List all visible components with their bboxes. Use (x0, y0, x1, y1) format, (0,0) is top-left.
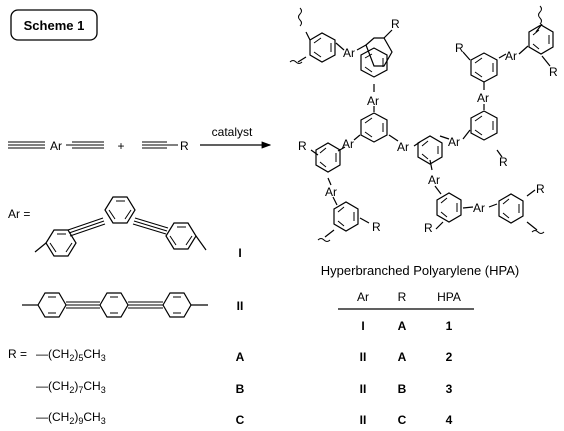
hpa-r-label: R (499, 155, 508, 169)
hpa-ar-label: Ar (448, 135, 460, 149)
hpa-ar-label: Ar (325, 185, 337, 199)
r-definition-prefix: R = (8, 347, 27, 361)
table-header: Ar (357, 290, 369, 304)
hpa-ar-labels: Ar Ar Ar Ar Ar Ar Ar Ar Ar Ar (325, 46, 517, 215)
hpa-r-labels: R R R R R R R R (298, 17, 558, 235)
svg-text:C: C (398, 413, 407, 427)
hpa-ar-label: Ar (505, 49, 517, 63)
ar-definition-prefix: Ar = (8, 207, 30, 221)
table-header: HPA (437, 290, 461, 304)
scheme-label-box: Scheme 1 (10, 9, 98, 41)
table-row: I A 1 (361, 319, 452, 333)
svg-text:—(CH2)5CH3: —(CH2)5CH3 (36, 347, 106, 363)
svg-text:I: I (361, 319, 364, 333)
svg-text:II: II (360, 413, 367, 427)
hpa-bonds (297, 23, 551, 238)
svg-text:A: A (398, 350, 407, 364)
plus-sign: + (117, 139, 124, 153)
reactant-ar-label: Ar (50, 139, 62, 153)
svg-text:2: 2 (446, 350, 453, 364)
hpa-ar-label: Ar (477, 91, 489, 105)
reactant-r-label: R (180, 139, 189, 153)
table-header: R (398, 290, 407, 304)
scheme-label: Scheme 1 (24, 18, 85, 33)
hpa-ar-label: Ar (367, 94, 379, 108)
r-label-C: C (236, 413, 245, 427)
hpa-wavy-ends (289, 5, 545, 242)
reaction-arrow: catalyst (200, 125, 272, 149)
svg-text:—(CH2)9CH3: —(CH2)9CH3 (36, 410, 106, 426)
svg-text:II: II (360, 382, 367, 396)
structure-I (34, 196, 207, 257)
r-substituent-A: —(CH2)5CH3 A (36, 347, 245, 364)
hpa-r-label: R (455, 41, 464, 55)
table-row: II B 3 (360, 382, 453, 396)
hpa-r-label: R (391, 17, 400, 31)
structure-I-label: I (238, 246, 241, 260)
hpa-caption: Hyperbranched Polyarylene (HPA) (321, 263, 519, 278)
hpa-r-label: R (298, 139, 307, 153)
structure-II (22, 292, 208, 318)
svg-text:4: 4 (446, 413, 453, 427)
hpa-r-label: R (372, 220, 381, 234)
svg-text:II: II (360, 350, 367, 364)
svg-text:1: 1 (446, 319, 453, 333)
hpa-ar-label: Ar (343, 46, 355, 60)
table-row: II C 4 (360, 413, 453, 427)
hpa-r-label: R (536, 182, 545, 196)
catalyst-label: catalyst (212, 125, 253, 139)
table-row: II A 2 (360, 350, 453, 364)
hpa-ar-label: Ar (397, 140, 409, 154)
svg-text:—(CH2)7CH3: —(CH2)7CH3 (36, 379, 106, 395)
structure-II-label: II (237, 299, 244, 313)
svg-text:B: B (398, 382, 407, 396)
hpa-table: Ar R HPA I A 1 II A 2 II B 3 II C 4 (338, 290, 474, 427)
svg-text:3: 3 (446, 382, 453, 396)
svg-text:A: A (398, 319, 407, 333)
hpa-r-label: R (549, 65, 558, 79)
hpa-ar-label: Ar (342, 137, 354, 151)
hpa-r-label: R (424, 221, 433, 235)
hpa-structure: Ar Ar Ar Ar Ar Ar Ar Ar Ar Ar R R R R R … (289, 5, 558, 242)
hpa-ar-label: Ar (473, 201, 485, 215)
hpa-rings (309, 24, 554, 232)
r-label-A: A (236, 350, 245, 364)
r-substituent-C: —(CH2)9CH3 C (36, 410, 245, 427)
r-label-B: B (236, 382, 245, 396)
r-substituent-B: —(CH2)7CH3 B (36, 379, 245, 396)
reactant-diyne: Ar (8, 139, 104, 153)
reactant-monoyne: R (142, 139, 189, 153)
hpa-ar-label: Ar (428, 173, 440, 187)
